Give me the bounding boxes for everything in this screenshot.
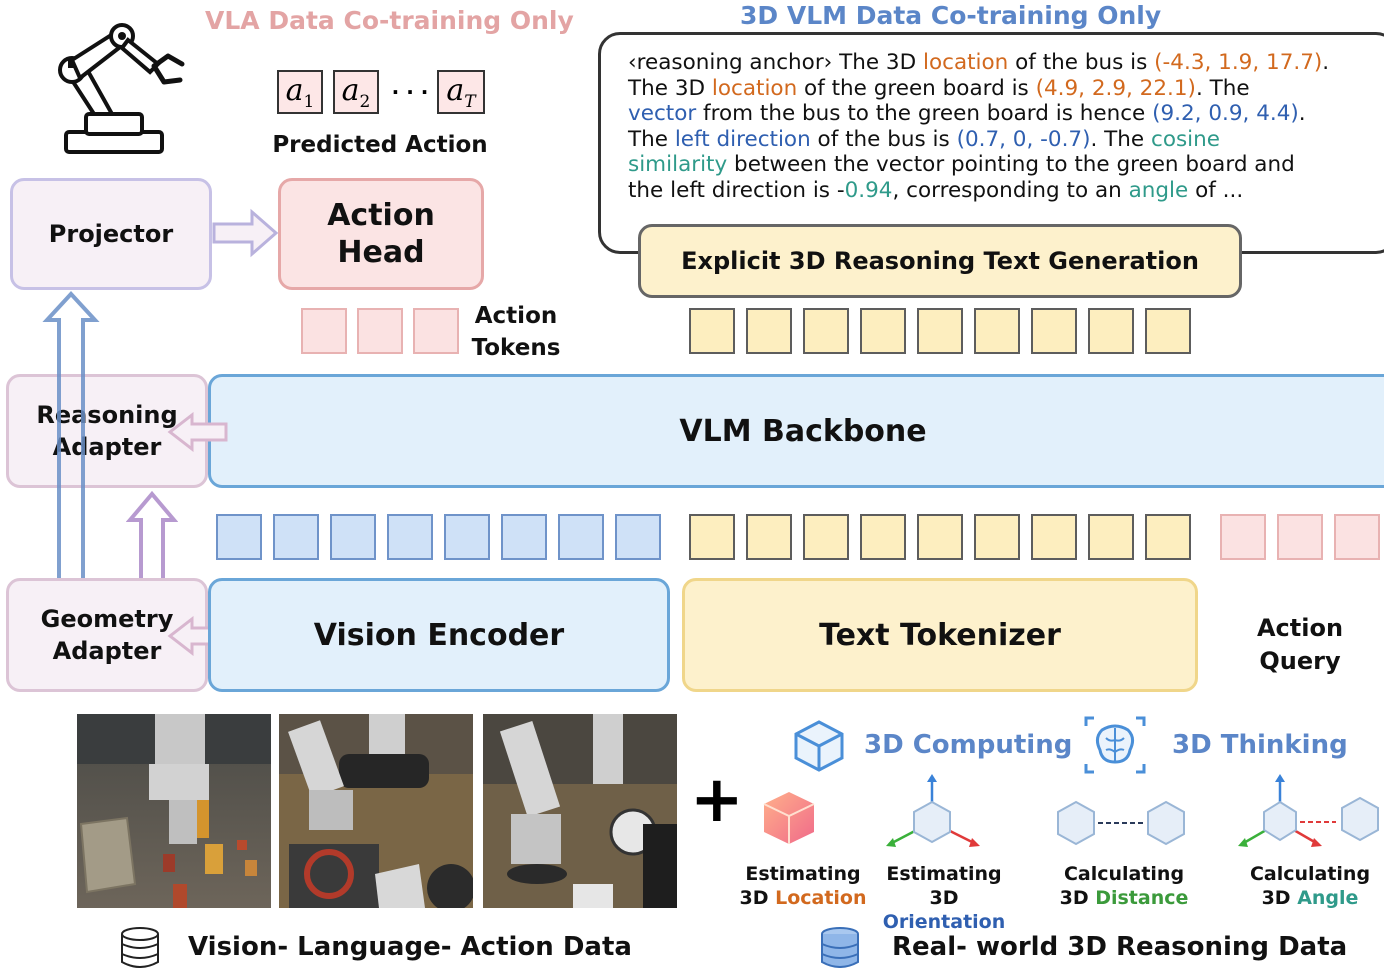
vla-scene-image-3 (483, 714, 677, 908)
action-symbol-aT: aT (437, 70, 485, 114)
reasoning-text-token (1088, 308, 1134, 354)
vla-only-header: VLA Data Co-training Only (205, 6, 574, 35)
action-query-token (1220, 514, 1266, 560)
database-icon (821, 927, 859, 968)
action-symbol-dots: · · · (391, 80, 429, 104)
vision-token (615, 514, 661, 560)
action-query-token (1277, 514, 1323, 560)
orientation-axes-icon (886, 774, 980, 847)
action-symbol-a2: a2 (333, 70, 379, 114)
text-token (803, 514, 849, 560)
vla-scene-image-2 (279, 714, 473, 908)
action-token (357, 308, 403, 354)
backbone-to-reasoning-arrow (167, 412, 228, 452)
vision-token (216, 514, 262, 560)
projector-box: Projector (10, 178, 212, 290)
predicted-action-label: Predicted Action (272, 132, 488, 158)
geometry-to-reasoning-arrow (126, 490, 178, 578)
reasoning-text-token (1145, 308, 1191, 354)
plus-sign: + (690, 763, 744, 837)
projector-to-head-arrow (212, 208, 279, 258)
thinking-label: 3D Thinking (1172, 730, 1348, 760)
reasoning-text-token (860, 308, 906, 354)
angle-axes-icon (1238, 774, 1379, 847)
vlm-only-header: 3D VLM Data Co-training Only (740, 1, 1162, 30)
reasoning-text-token (1031, 308, 1077, 354)
vision-token (273, 514, 319, 560)
reasoning-text-token (746, 308, 792, 354)
vision-token (387, 514, 433, 560)
realworld-data-label: Real- world 3D Reasoning Data (892, 932, 1348, 962)
computing-label: 3D Computing (864, 730, 1073, 760)
text-token (974, 514, 1020, 560)
text-token (746, 514, 792, 560)
database-icon (121, 927, 159, 968)
vision-encoder-box: Vision Encoder (208, 578, 670, 692)
text-token (917, 514, 963, 560)
vision-token (558, 514, 604, 560)
location-cube-icon (763, 792, 815, 844)
text-token (860, 514, 906, 560)
brain-icon (1084, 716, 1146, 774)
cube-icon (794, 720, 844, 772)
vlm-backbone-box: VLM Backbone (208, 374, 1384, 488)
text-token (689, 514, 735, 560)
explicit-reasoning-box: Explicit 3D Reasoning Text Generation (638, 224, 1242, 298)
distance-cubes-icon (1057, 800, 1185, 846)
reasoning-text-token (803, 308, 849, 354)
action-query-token (1334, 514, 1380, 560)
text-token (1088, 514, 1134, 560)
action-symbol-a1: a1 (277, 70, 323, 114)
action-token (413, 308, 459, 354)
reasoning-text: ‹reasoning anchor› The 3D location of th… (628, 50, 1330, 203)
text-tokenizer-box: Text Tokenizer (682, 578, 1198, 692)
text-token (1031, 514, 1077, 560)
vision-token (330, 514, 376, 560)
vla-data-label: Vision- Language- Action Data (188, 932, 632, 962)
text-token (1145, 514, 1191, 560)
reasoning-text-token (974, 308, 1020, 354)
geometry-to-projector-arrow (42, 291, 100, 578)
action-token (301, 308, 347, 354)
vision-token (501, 514, 547, 560)
vision-token (444, 514, 490, 560)
reasoning-text-token (689, 308, 735, 354)
robot-arm-icon (58, 23, 185, 154)
reasoning-text-token (917, 308, 963, 354)
vla-scene-image-1 (77, 714, 271, 908)
